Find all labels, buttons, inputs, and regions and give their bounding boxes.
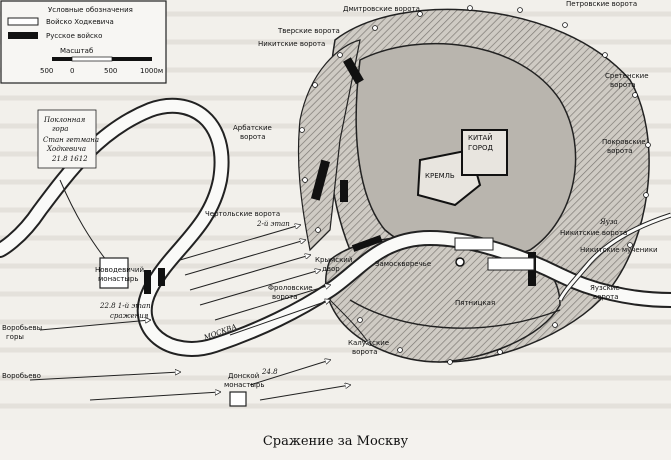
label-krymsky1: Крымский — [315, 256, 352, 264]
label-stan: Стан гетмана — [43, 136, 99, 144]
label-zamoskvorechye: Замоскворечье — [375, 260, 431, 268]
legend-hodkevich-label: Войско Ходкевича — [46, 18, 114, 26]
label-donskoy2: монастырь — [224, 381, 264, 389]
label-gora: гора — [52, 125, 68, 133]
label-kaluzhskie1: Калужские — [348, 339, 389, 347]
label-donskoy1: Донской — [228, 372, 259, 380]
label-srazhenie: сражения — [110, 312, 149, 320]
scale-tick-2: 500 — [104, 67, 117, 75]
label-gorod: ГОРОД — [468, 144, 494, 152]
label-pokrovskie2: ворота — [607, 147, 633, 155]
label-pokrovskie1: Покровские — [602, 138, 646, 146]
label-sretenskie2: ворота — [610, 81, 636, 89]
label-nikitskie2: Никитские ворота — [560, 229, 627, 237]
label-kreml: КРЕМЛЬ — [425, 172, 455, 180]
legend-russian-label: Русское войско — [46, 32, 102, 40]
scale-title: Масштаб — [60, 47, 93, 55]
legend: Условные обозначения Войско Ходкевича Ру… — [0, 0, 167, 84]
label-tverskie: Тверские ворота — [277, 27, 340, 35]
label-novodevichy2: монастырь — [98, 275, 138, 283]
label-arbatskie1: Арбатские — [233, 124, 272, 132]
label-arbatskie2: ворота — [240, 133, 266, 141]
label-frolovskie1: Фроловские — [268, 284, 313, 292]
label-yauza: Яуза — [599, 218, 618, 226]
legend-russian-swatch — [8, 32, 38, 39]
label-nikitskie3: Никитские мученики — [580, 246, 658, 254]
label-gory: горы — [6, 333, 24, 341]
label-pyatnitskaya: Пятницкая — [455, 299, 495, 307]
map-caption: Сражение за Москву — [262, 434, 409, 449]
label-vorobyovy: Воробьевы — [2, 324, 42, 332]
label-nikitskie: Никитские ворота — [258, 40, 325, 48]
label-chertolskie: Чертольские ворота — [205, 210, 280, 218]
label-sretenskie1: Сретенские — [605, 72, 649, 80]
label-krymsky2: двор — [322, 265, 340, 273]
legend-title: Условные обозначения — [48, 6, 133, 14]
label-date1: 21.8 1612 — [51, 155, 88, 163]
label-vorobyovo: Воробьево — [2, 372, 41, 380]
label-kitai: КИТАЙ — [468, 133, 493, 142]
camp-markers — [99, 237, 535, 407]
scale-tick-1: 0 — [70, 67, 74, 75]
label-yauzskie1: Яузские — [590, 284, 620, 292]
scale-tick-0: 500 — [40, 67, 53, 75]
legend-hodkevich-swatch — [7, 17, 39, 26]
label-poklonnaya: Поклонная — [43, 116, 86, 124]
label-dmitrovskie: Дмитровские ворота — [343, 5, 420, 13]
label-hodkevicha: Ходкевича — [46, 145, 86, 153]
scale-tick-3: 1000м — [140, 67, 163, 75]
label-novodevichy1: Новодевичий — [95, 266, 144, 274]
label-kaluzhskie2: ворота — [352, 348, 378, 356]
label-etap2: 2-й этап — [256, 220, 290, 228]
label-yauzskie2: ворота — [593, 293, 619, 301]
scale-bar — [52, 56, 152, 62]
label-etap1: 22.8 1-й этап — [99, 302, 151, 310]
hodkevich-attack-arrows — [29, 179, 370, 401]
battle-map: Условные обозначения Войско Ходкевича Ру… — [0, 0, 671, 409]
label-frolovskie2: ворота — [272, 293, 298, 301]
label-date2: 24.8 — [261, 368, 278, 376]
label-petrovskie: Петровские ворота — [566, 0, 637, 8]
